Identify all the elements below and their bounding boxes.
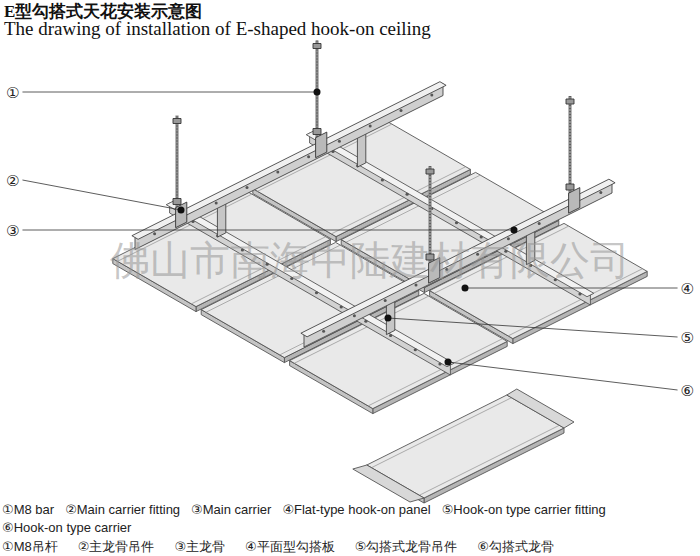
carrier-hole <box>400 109 403 112</box>
carrier-hole <box>480 235 483 238</box>
rod-nut <box>566 99 574 104</box>
carrier-hole <box>246 186 249 189</box>
panel-groove <box>257 124 391 191</box>
carrier-bracket <box>316 132 327 158</box>
carrier-hole <box>384 299 387 302</box>
legend-entry: ⑥Hook-on type carrier <box>2 520 131 536</box>
carrier-hole <box>578 292 581 295</box>
legend-entry: ⑥勾搭式龙骨 <box>477 539 554 555</box>
leader-dot <box>314 89 321 96</box>
carrier-hole <box>353 314 356 317</box>
callout-number: ⑥ <box>681 383 694 398</box>
legend-entry: ④Flat-type hook-on panel <box>282 502 430 518</box>
rod-nut <box>313 44 321 49</box>
legend-entry: ①M8 bar <box>2 502 54 518</box>
carrier-hole <box>415 284 418 287</box>
legend-entry: ②Main carrier fitting <box>65 502 180 518</box>
rod-nut <box>313 129 321 135</box>
leader-line <box>22 180 181 210</box>
leader-dot <box>511 227 518 234</box>
legend-entry: ②主龙骨吊件 <box>78 539 155 555</box>
callout-number: ② <box>6 173 19 188</box>
rod-thread <box>570 96 571 196</box>
leader-dot <box>385 315 392 322</box>
rod-nut <box>173 199 181 205</box>
legend-entry: ①M8吊杆 <box>2 539 58 555</box>
rod-nut <box>173 119 181 124</box>
panel-groove <box>346 175 480 242</box>
carrier-bracket <box>569 188 580 214</box>
leader-dot <box>178 207 185 214</box>
carrier-bracket <box>176 202 187 228</box>
carrier-hole <box>438 362 441 365</box>
leader-line <box>22 230 514 231</box>
carrier-hole <box>414 348 417 351</box>
carrier-hole <box>307 155 310 158</box>
watermark: 佛山市南海中陆建材有限公司 <box>110 240 630 280</box>
legend-entry: ⑤Hook-on type carrier fitting <box>442 502 606 518</box>
panel-lip <box>353 465 424 502</box>
callout-number: ⑤ <box>681 330 694 345</box>
main-carrier <box>132 82 446 240</box>
carrier-hole <box>215 201 218 204</box>
leader-dot <box>462 285 469 292</box>
callout-number: ③ <box>6 223 19 238</box>
diagram-subtitle: The drawing of installation of E-shaped … <box>4 18 431 40</box>
carrier-hole <box>389 334 392 337</box>
leader-line <box>22 92 317 93</box>
panel-lip <box>507 389 574 428</box>
carrier-hole <box>338 140 341 143</box>
carrier-hole <box>369 124 372 127</box>
callout-number: ① <box>6 85 19 100</box>
carrier-hole <box>340 305 343 308</box>
carrier-hole <box>315 291 318 294</box>
leader-line <box>388 318 678 337</box>
carrier-hole <box>538 222 541 225</box>
leader-line <box>465 288 678 289</box>
carrier-hole <box>153 232 156 235</box>
carrier-hole <box>406 193 409 196</box>
threaded-rod <box>175 116 178 211</box>
legend-entry: ③主龙骨 <box>174 539 225 555</box>
panel-groove <box>368 339 502 406</box>
carrier-hole <box>455 221 458 224</box>
rod-thread <box>177 116 178 211</box>
panel-groove <box>371 398 511 468</box>
leader-dot <box>445 359 452 366</box>
legend-entry: ③Main carrier <box>191 502 271 518</box>
legend-entry: ④平面型勾搭板 <box>245 539 335 555</box>
legend-entry: ⑤勾搭式龙骨吊件 <box>355 539 458 555</box>
leader-line <box>448 362 678 390</box>
carrier-hole <box>599 191 602 194</box>
panel-groove <box>419 425 559 495</box>
carrier-hole <box>381 178 384 181</box>
callout-number: ④ <box>681 281 694 296</box>
carrier-hole <box>322 330 325 333</box>
threaded-rod <box>568 96 571 196</box>
carrier-hole <box>430 94 433 97</box>
carrier-hole <box>364 320 367 323</box>
rod-nut <box>426 169 434 174</box>
carrier-hole <box>276 171 279 174</box>
rod-nut <box>566 184 574 190</box>
